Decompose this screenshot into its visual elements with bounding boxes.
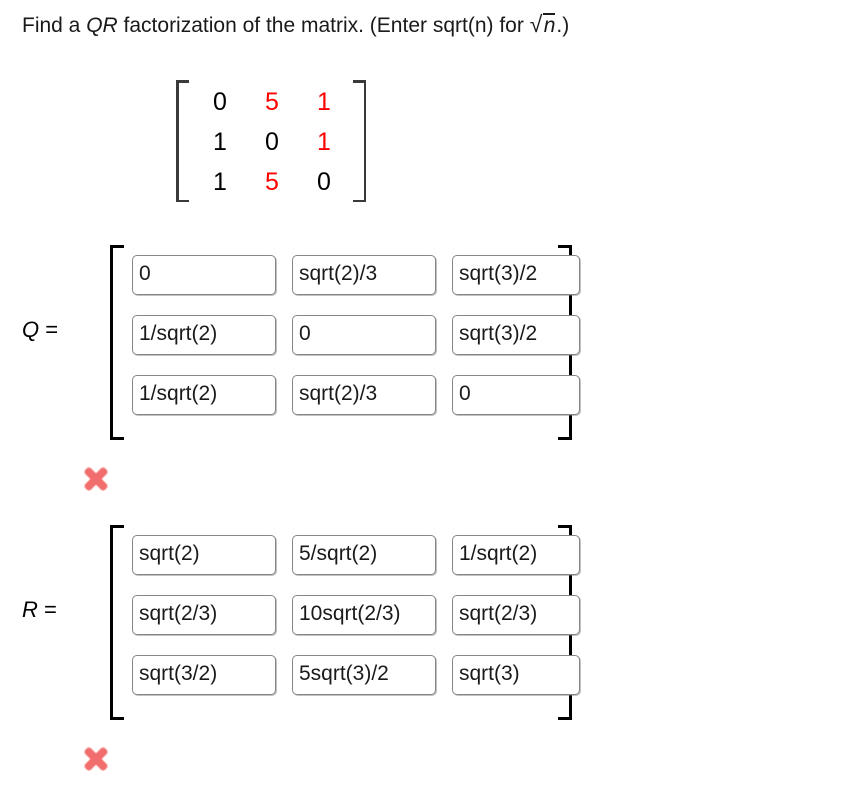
- answer-block-r: R = sqrt(2) 5/sqrt(2) 1/sqrt(2) sqrt(2/3…: [0, 525, 860, 725]
- x-mark-icon-r: [81, 744, 111, 774]
- q-input-row: 1/sqrt(2) 0 sqrt(3)/2: [132, 315, 596, 359]
- matrix-cell: 0: [213, 88, 227, 116]
- prompt-qr-emphasis: QR: [86, 14, 118, 37]
- q-matrix-frame: 0 sqrt(2)/3 sqrt(3)/2 1/sqrt(2) 0 sqrt(3…: [110, 245, 580, 440]
- prompt-text-part1: Find a: [22, 14, 87, 37]
- r-input-r2c2[interactable]: 10sqrt(2/3): [292, 595, 436, 635]
- r-input-r3c2[interactable]: 5sqrt(3)/2: [292, 655, 436, 695]
- q-left-bracket: [110, 245, 124, 440]
- radical-vinculum: [542, 13, 556, 15]
- r-left-bracket: [110, 525, 124, 720]
- q-input-r1c3[interactable]: sqrt(3)/2: [452, 255, 580, 295]
- r-input-r3c3[interactable]: sqrt(3): [452, 655, 580, 695]
- matrix-cell: 0: [317, 168, 331, 196]
- r-input-r2c1[interactable]: sqrt(2/3): [132, 595, 276, 635]
- r-input-grid: sqrt(2) 5/sqrt(2) 1/sqrt(2) sqrt(2/3) 10…: [132, 535, 596, 699]
- r-matrix-frame: sqrt(2) 5/sqrt(2) 1/sqrt(2) sqrt(2/3) 10…: [110, 525, 580, 720]
- q-input-r3c3[interactable]: 0: [452, 375, 580, 415]
- r-input-r1c1[interactable]: sqrt(2): [132, 535, 276, 575]
- matrix-cell: 1: [213, 128, 227, 156]
- r-input-row: sqrt(3/2) 5sqrt(3)/2 sqrt(3): [132, 655, 596, 699]
- given-matrix: 0 5 1 1 0 1 1 5 0: [176, 80, 366, 202]
- q-label-equals: =: [45, 317, 59, 342]
- r-input-r1c3[interactable]: 1/sqrt(2): [452, 535, 580, 575]
- answer-block-q: Q = 0 sqrt(2)/3 sqrt(3)/2 1/sqrt(2) 0 sq…: [0, 245, 860, 445]
- q-input-r1c2[interactable]: sqrt(2)/3: [292, 255, 436, 295]
- matrix-cell: 5: [265, 88, 279, 116]
- r-matrix-label: R =: [22, 597, 57, 623]
- r-input-row: sqrt(2/3) 10sqrt(2/3) sqrt(2/3): [132, 595, 596, 639]
- matrix-cell: 0: [265, 128, 279, 156]
- q-input-r2c3[interactable]: sqrt(3)/2: [452, 315, 580, 355]
- r-input-r1c2[interactable]: 5/sqrt(2): [292, 535, 436, 575]
- q-input-r3c2[interactable]: sqrt(2)/3: [292, 375, 436, 415]
- r-input-row: sqrt(2) 5/sqrt(2) 1/sqrt(2): [132, 535, 596, 579]
- q-input-r3c1[interactable]: 1/sqrt(2): [132, 375, 276, 415]
- radical-icon: √: [529, 11, 543, 37]
- q-input-grid: 0 sqrt(2)/3 sqrt(3)/2 1/sqrt(2) 0 sqrt(3…: [132, 255, 596, 419]
- matrix-cell: 1: [317, 88, 331, 116]
- prompt-text-part2: factorization of the matrix. (Enter sqrt…: [117, 14, 530, 37]
- prompt-text-part3: .): [556, 14, 570, 37]
- square-root-expression: √ n: [529, 11, 557, 40]
- r-label-equals: =: [44, 597, 57, 622]
- radical-argument: n: [543, 14, 556, 37]
- question-prompt: Find a QR factorization of the matrix. (…: [22, 11, 570, 40]
- r-label-letter: R: [22, 597, 38, 622]
- r-input-r3c1[interactable]: sqrt(3/2): [132, 655, 276, 695]
- q-input-r2c2[interactable]: 0: [292, 315, 436, 355]
- matrix-left-bracket: [176, 80, 189, 202]
- matrix-right-bracket: [353, 80, 366, 202]
- q-input-r2c1[interactable]: 1/sqrt(2): [132, 315, 276, 355]
- q-input-row: 0 sqrt(2)/3 sqrt(3)/2: [132, 255, 596, 299]
- matrix-cell: 1: [213, 168, 227, 196]
- q-label-letter: Q: [22, 317, 40, 342]
- r-input-r2c3[interactable]: sqrt(2/3): [452, 595, 580, 635]
- matrix-cell: 5: [265, 168, 279, 196]
- matrix-cell: 1: [317, 128, 331, 156]
- given-matrix-grid: 0 5 1 1 0 1 1 5 0: [194, 82, 350, 202]
- q-matrix-label: Q =: [22, 317, 58, 343]
- q-input-r1c1[interactable]: 0: [132, 255, 276, 295]
- q-input-row: 1/sqrt(2) sqrt(2)/3 0: [132, 375, 596, 419]
- x-mark-icon-q: [81, 464, 111, 494]
